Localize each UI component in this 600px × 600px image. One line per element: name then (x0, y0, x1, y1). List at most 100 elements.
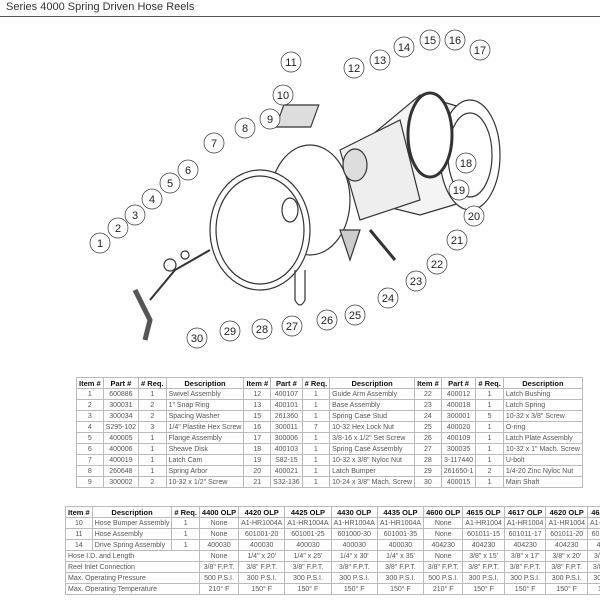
callout-number: 15 (424, 35, 436, 47)
table-cell: Drive Spring Assembly (91, 539, 173, 551)
table-cell: 1 (301, 388, 331, 400)
table-cell: Latch Bumper (329, 465, 416, 477)
table-cell: 7 (301, 421, 331, 433)
table-cell: 601011-20 (545, 528, 589, 540)
callout-number: 19 (453, 185, 465, 197)
table-cell: 2 (138, 399, 167, 411)
callout-circle (281, 315, 303, 337)
table-cell: 6 (76, 443, 104, 455)
table-cell: 1/4" x 30' (330, 550, 378, 562)
table-cell: Main Shaft (502, 476, 583, 488)
callout-number: 23 (410, 276, 422, 288)
table-cell: 150° F (503, 583, 547, 595)
callout-circle (107, 217, 129, 239)
column-header: Description (502, 377, 583, 389)
table-cell: 17 (243, 432, 272, 444)
table-cell: 20 (243, 465, 272, 477)
table-cell: 404230 (545, 539, 589, 551)
table-cell: 3/8" F.P.T. (330, 561, 378, 573)
table-cell: Hose I.D. and Length (65, 550, 200, 562)
table-cell: 400030 (198, 539, 240, 551)
table-cell: 1 (76, 388, 104, 400)
table-cell: 21 (243, 476, 272, 488)
table-cell: 1 (475, 421, 504, 433)
table-cell: 1 (171, 539, 200, 551)
table-cell: A1-HR1004 (462, 517, 505, 529)
callout-number: 16 (449, 35, 461, 47)
callout-circle (463, 205, 485, 227)
table-cell: A1-HR1004 (503, 517, 547, 529)
table-cell: 601013-25 (587, 528, 600, 540)
table-cell: 10-32 Hex Lock Nut (329, 421, 416, 433)
table-cell: 400021 (270, 465, 303, 477)
table-cell: 3-117440 (440, 454, 477, 466)
column-header: # Req. (138, 377, 167, 389)
callout-number: 12 (348, 63, 360, 75)
table-cell: 400018 (440, 399, 477, 411)
table-cell: 14 (65, 539, 93, 551)
table-cell: 400030 (284, 539, 332, 551)
table-cell: Base Assembly (329, 399, 416, 411)
base-drawing (339, 119, 421, 221)
table-cell: 24 (414, 410, 442, 422)
column-header: 4620 OLP (545, 506, 589, 518)
table-cell: 29 (414, 465, 442, 477)
column-header: 4420 OLP (238, 506, 286, 518)
table-cell: None (423, 550, 464, 562)
table-cell: A1-HR1004A (330, 517, 378, 529)
table-cell: 601001-25 (284, 528, 332, 540)
callout-circle (272, 84, 294, 106)
table-cell: 400103 (270, 443, 303, 455)
table-cell: Max. Operating Pressure (65, 572, 200, 584)
callout-number: 17 (474, 45, 486, 57)
table-cell: 1/4" x 20' (238, 550, 286, 562)
callout-circle (316, 309, 338, 331)
callout-number: 5 (167, 178, 173, 190)
table-cell: 3/8" F.P.T. (503, 561, 547, 573)
table-cell: None (423, 517, 464, 529)
swivel-drawing (132, 288, 153, 341)
column-header: Description (91, 506, 173, 518)
table-cell: 150° F (238, 583, 286, 595)
table-cell: 3/8" F.P.T. (284, 561, 332, 573)
page-title: Series 4000 Spring Driven Hose Reels (6, 1, 195, 13)
table-cell: 2 (76, 399, 104, 411)
table-cell: Spring Case Stud (329, 410, 416, 422)
column-header: 4625 OLP (587, 506, 600, 518)
table-cell: 1 (475, 443, 504, 455)
callout-circle (219, 320, 241, 342)
callout-number: 29 (224, 326, 236, 338)
column-header: Part # (102, 377, 140, 389)
table-cell: 2 (138, 476, 167, 488)
callout-circle (234, 117, 256, 139)
callout-number: 20 (468, 211, 480, 223)
column-header: 4400 OLP (198, 506, 240, 518)
table-cell: 3/8-16 x 1/2" Set Screw (329, 432, 416, 444)
table-cell: 9 (76, 476, 104, 488)
table-cell: Latch Plate Assembly (502, 432, 583, 444)
table-cell: 27 (414, 443, 442, 455)
table-cell: 300002 (102, 476, 140, 488)
table-cell: 15 (243, 410, 272, 422)
table-cell: 3/8" x 25' (587, 550, 600, 562)
table-cell: None (423, 528, 464, 540)
table-cell: 1 (138, 432, 167, 444)
column-header: 4435 OLP (376, 506, 425, 518)
callout-circle (186, 327, 208, 349)
table-cell: 3 (138, 421, 167, 433)
table-cell: 601000-30 (330, 528, 378, 540)
callout-circle (343, 57, 365, 79)
table-cell: Latch Spring (502, 399, 583, 411)
table-cell: 400012 (440, 388, 477, 400)
table-cell: 28 (414, 454, 442, 466)
table-cell: 300 P.S.I. (503, 572, 547, 584)
table-cell: 400015 (440, 476, 477, 488)
table-cell: 150° F (330, 583, 378, 595)
column-header: Part # (270, 377, 303, 389)
